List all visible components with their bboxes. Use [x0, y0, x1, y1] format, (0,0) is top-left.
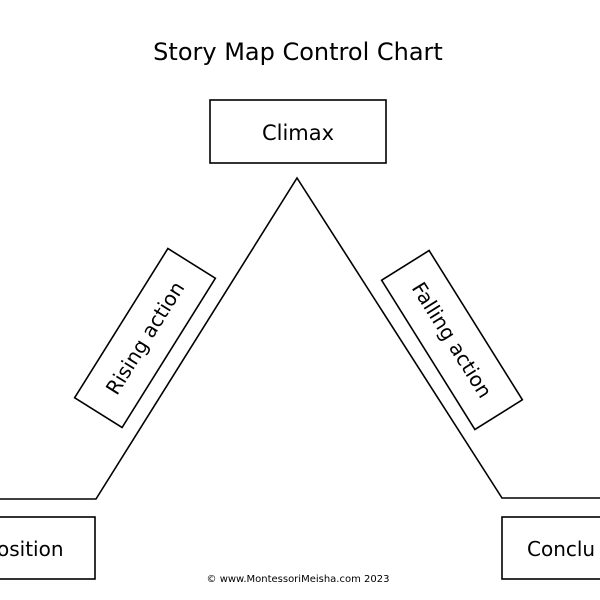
- falling-action-box: Falling action: [380, 249, 524, 431]
- page-title: Story Map Control Chart: [153, 38, 443, 66]
- plot-line: [0, 176, 600, 500]
- conclusion-box: Conclu: [501, 516, 600, 580]
- exposition-box: osition: [0, 516, 96, 580]
- conclusion-label: Conclu: [527, 537, 595, 561]
- climax-label: Climax: [262, 121, 334, 145]
- climax-box: Climax: [209, 99, 387, 164]
- copyright-footer: © www.MontessoriMeisha.com 2023: [207, 574, 390, 585]
- rising-action-box: Rising action: [73, 247, 217, 429]
- exposition-label: osition: [0, 537, 64, 561]
